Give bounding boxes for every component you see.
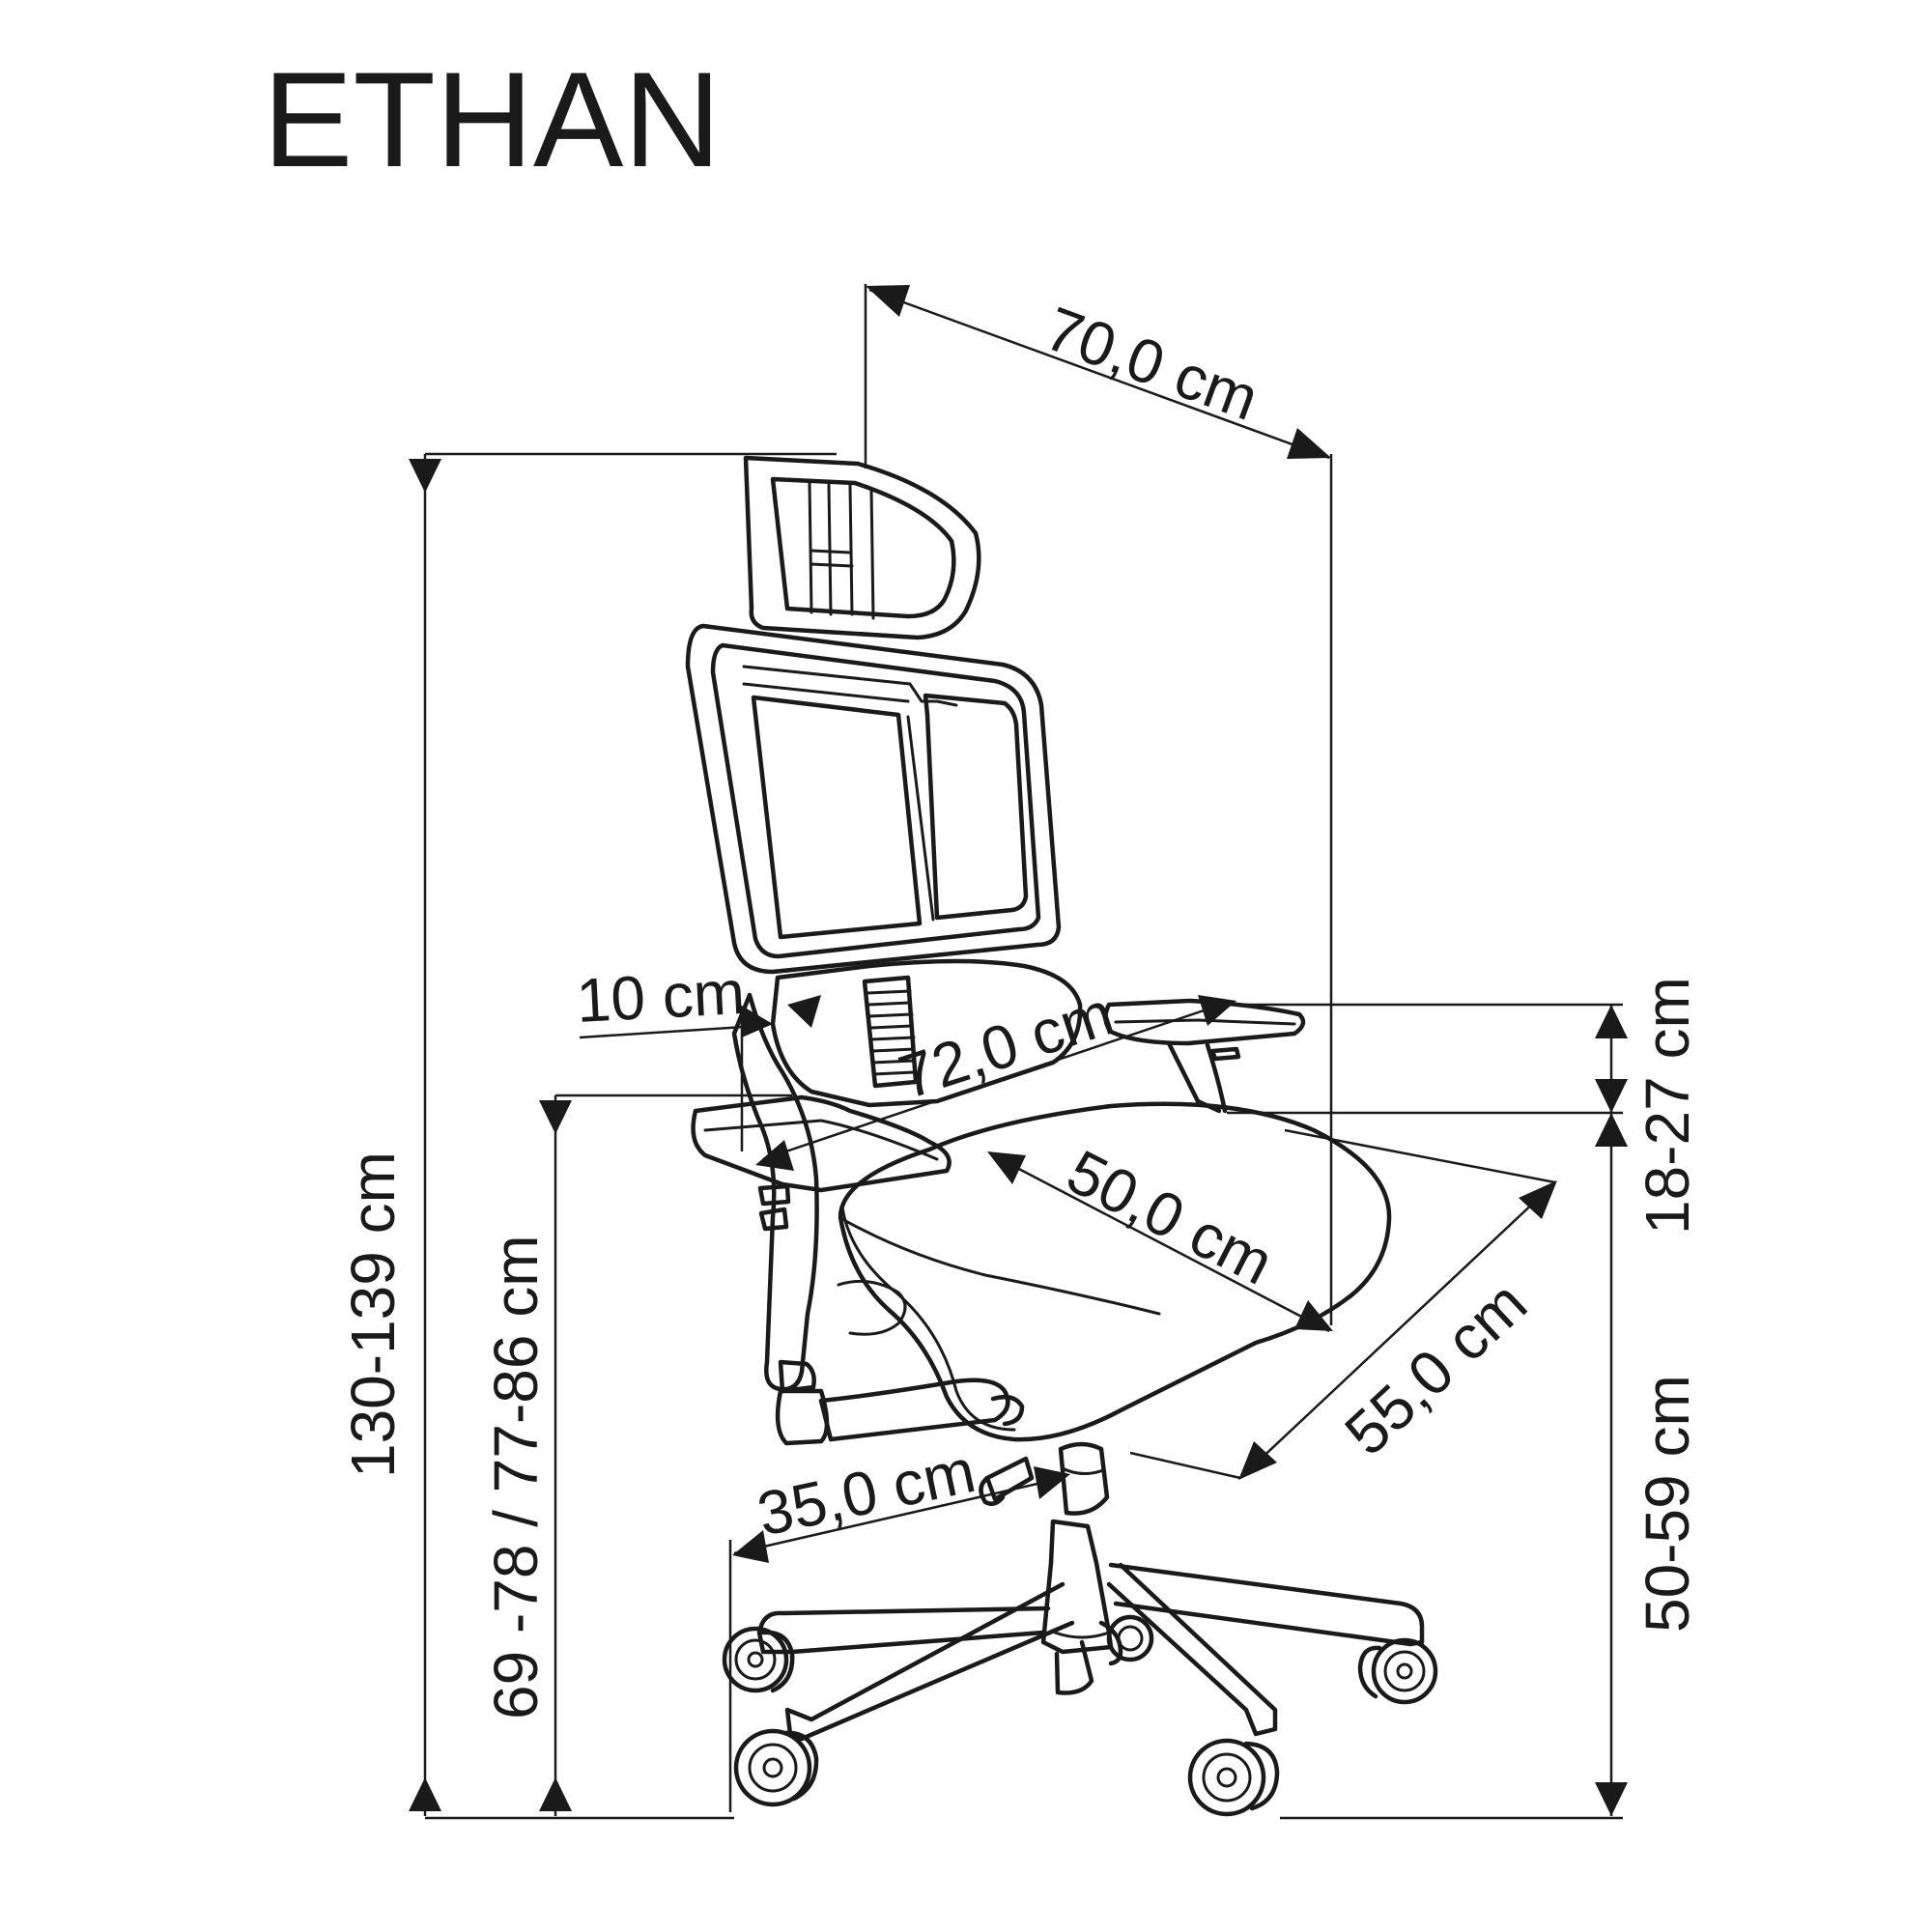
label-width-top: 70,0 cm bbox=[1037, 293, 1267, 434]
dimension-labels: 130-139 cm 69 -78 / 77-86 cm 70,0 cm 10 … bbox=[338, 293, 1702, 1719]
seat bbox=[838, 1101, 1392, 1442]
label-seat-height: 50-59 cm bbox=[1633, 1375, 1702, 1633]
caster-left-back bbox=[722, 1626, 795, 1693]
side-frame bbox=[731, 992, 1025, 1446]
label-base-radius: 35,0 cm bbox=[752, 1435, 981, 1549]
caster-center bbox=[1187, 1738, 1280, 1817]
label-armrest-width: 72,0 cm bbox=[891, 978, 1122, 1112]
chair-base bbox=[756, 1519, 1425, 1742]
label-armrest-height: 18-27 cm bbox=[1633, 977, 1702, 1235]
dimension-lines bbox=[409, 284, 1628, 1820]
gas-lift bbox=[979, 1441, 1110, 1516]
product-title: ETHAN bbox=[263, 43, 721, 195]
label-seat-height-alt: 69 -78 / 77-86 cm bbox=[481, 1235, 551, 1719]
caster-rear bbox=[1106, 1614, 1154, 1662]
chair-drawing bbox=[685, 455, 1438, 1817]
label-seat-width: 50,0 cm bbox=[1057, 1136, 1285, 1298]
caster-right bbox=[1357, 1637, 1438, 1705]
label-headrest-adjust: 10 cm bbox=[575, 957, 747, 1036]
casters bbox=[722, 1614, 1438, 1817]
label-total-height: 130-139 cm bbox=[338, 1151, 408, 1478]
backrest bbox=[685, 623, 1062, 975]
caster-left-front bbox=[733, 1728, 819, 1807]
label-seat-depth: 55,0 cm bbox=[1331, 1267, 1540, 1468]
headrest bbox=[743, 455, 981, 640]
lumbar-support bbox=[770, 958, 1083, 1108]
